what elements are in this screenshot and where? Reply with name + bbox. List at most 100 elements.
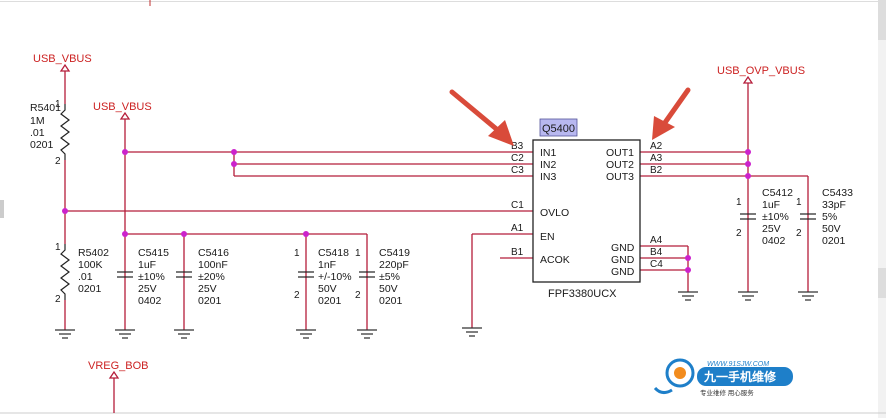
- junction-dot: [231, 149, 237, 155]
- junction-dot: [685, 267, 691, 273]
- svg-text:1nF: 1nF: [318, 259, 336, 271]
- svg-text:50V: 50V: [379, 283, 398, 295]
- svg-text:220pF: 220pF: [379, 259, 409, 271]
- junction-dot: [122, 231, 128, 237]
- junction-dot: [181, 231, 187, 237]
- svg-text:GND: GND: [611, 242, 635, 254]
- ground-icon: [357, 329, 377, 339]
- logo-banner: [697, 367, 793, 386]
- svg-text:IN2: IN2: [540, 159, 557, 171]
- wires: [64, 71, 809, 330]
- ic-ref-highlight: [539, 118, 578, 137]
- svg-text:R5402: R5402: [78, 247, 109, 259]
- net-label-usb-vbus: USB_VBUS: [33, 53, 92, 65]
- ic-q5400: Q5400 FPF3380UCX B3 C2 C3 C1 A1 B1 IN1 I…: [511, 118, 663, 300]
- logo-ring-icon: [665, 358, 695, 388]
- junction-dot: [745, 173, 751, 179]
- svg-text:0402: 0402: [762, 235, 786, 247]
- junctions: [62, 149, 751, 273]
- net-usb-vbus-left: USB_VBUS: [33, 53, 92, 72]
- watermark-logo: WWW.91SJW.COM 九一手机维修 专业维修 用心服务: [653, 358, 793, 397]
- net-vreg-bob: VREG_BOB: [88, 360, 149, 413]
- power-arrow-icon: [108, 370, 120, 379]
- svg-text:2: 2: [294, 290, 300, 301]
- svg-text:5%: 5%: [822, 211, 837, 223]
- svg-text:2: 2: [55, 156, 61, 167]
- svg-text:100nF: 100nF: [198, 259, 228, 271]
- net-label-usb-vbus-2: USB_VBUS: [93, 101, 152, 113]
- svg-text:±20%: ±20%: [198, 271, 225, 283]
- svg-text:GND: GND: [611, 254, 635, 266]
- svg-text:0402: 0402: [138, 295, 162, 307]
- svg-text:0201: 0201: [318, 295, 342, 307]
- capacitor-c5416: C5416 100nF ±20% 25V 0201: [176, 247, 229, 307]
- annotation-arrow-left: [449, 89, 514, 146]
- svg-text:100K: 100K: [78, 259, 103, 271]
- capacitor-c5419: 1 2 C5419 220pF ±5% 50V 0201: [355, 247, 410, 307]
- svg-text:EN: EN: [540, 231, 555, 243]
- svg-text:A2: A2: [650, 141, 663, 152]
- resistor-r5402: 1 2 R5402 100K .01 0201: [55, 242, 109, 305]
- ic-ref: Q5400: [542, 123, 575, 135]
- svg-text:1uF: 1uF: [762, 199, 780, 211]
- capacitor-c5412: 1 2 C5412 1uF ±10% 25V 0402: [736, 187, 793, 247]
- svg-text:C4: C4: [650, 259, 663, 270]
- ground-icon: [798, 291, 818, 301]
- svg-text:±10%: ±10%: [138, 271, 165, 283]
- resistor-r5401: 1 2 R5401 1M .01 0201: [30, 99, 70, 167]
- arrow-head-icon: [488, 120, 514, 146]
- svg-text:33pF: 33pF: [822, 199, 846, 211]
- ground-icon: [115, 329, 135, 339]
- power-arrow-icon: [59, 63, 71, 72]
- watermark-name: 九一手机维修: [703, 369, 777, 384]
- svg-text:C5415: C5415: [138, 247, 169, 259]
- svg-text:0201: 0201: [78, 283, 102, 295]
- svg-text:1: 1: [355, 248, 361, 259]
- capacitor-c5418: 1 2 C5418 1nF +/-10% 50V 0201: [294, 247, 352, 307]
- svg-text:A1: A1: [511, 223, 524, 234]
- svg-text:0201: 0201: [379, 295, 403, 307]
- logo-dot-icon: [674, 367, 686, 379]
- ground-icon: [55, 329, 75, 339]
- svg-text:0201: 0201: [30, 139, 54, 151]
- svg-text:C5419: C5419: [379, 247, 410, 259]
- svg-text:50V: 50V: [318, 283, 337, 295]
- junction-dot: [745, 161, 751, 167]
- annotation-arrow-right: [652, 87, 691, 140]
- svg-text:B2: B2: [650, 165, 663, 176]
- svg-text:A3: A3: [650, 153, 663, 164]
- ground-icon: [678, 291, 698, 301]
- svg-text:2: 2: [736, 228, 742, 239]
- svg-text:±5%: ±5%: [379, 271, 400, 283]
- capacitor-c5415: C5415 1uF ±10% 25V 0402: [117, 247, 169, 307]
- svg-text:2: 2: [355, 290, 361, 301]
- svg-text:2: 2: [55, 294, 61, 305]
- power-arrow-icon: [742, 75, 754, 84]
- svg-text:OUT1: OUT1: [606, 147, 634, 159]
- svg-text:B3: B3: [511, 141, 524, 152]
- svg-text:±10%: ±10%: [762, 211, 789, 223]
- svg-text:GND: GND: [611, 266, 635, 278]
- net-label-vreg-bob: VREG_BOB: [88, 360, 149, 372]
- junction-dot: [303, 231, 309, 237]
- svg-text:1: 1: [736, 197, 742, 208]
- svg-text:OVLO: OVLO: [540, 207, 569, 219]
- svg-text:B1: B1: [511, 247, 524, 258]
- watermark-url: WWW.91SJW.COM: [707, 361, 769, 368]
- watermark-slogan: 专业维修 用心服务: [700, 388, 754, 397]
- svg-text:C5433: C5433: [822, 187, 853, 199]
- svg-text:IN1: IN1: [540, 147, 557, 159]
- svg-text:ACOK: ACOK: [540, 254, 570, 266]
- svg-text:2: 2: [796, 228, 802, 239]
- svg-text:25V: 25V: [762, 223, 781, 235]
- ic-part: FPF3380UCX: [548, 288, 617, 300]
- svg-text:C3: C3: [511, 165, 524, 176]
- ground-icon: [174, 329, 194, 339]
- svg-text:C1: C1: [511, 200, 524, 211]
- svg-text:R5401: R5401: [30, 102, 61, 114]
- junction-dot: [231, 161, 237, 167]
- svg-text:1M: 1M: [30, 115, 45, 127]
- svg-text:1: 1: [55, 242, 61, 253]
- svg-text:C5418: C5418: [318, 247, 349, 259]
